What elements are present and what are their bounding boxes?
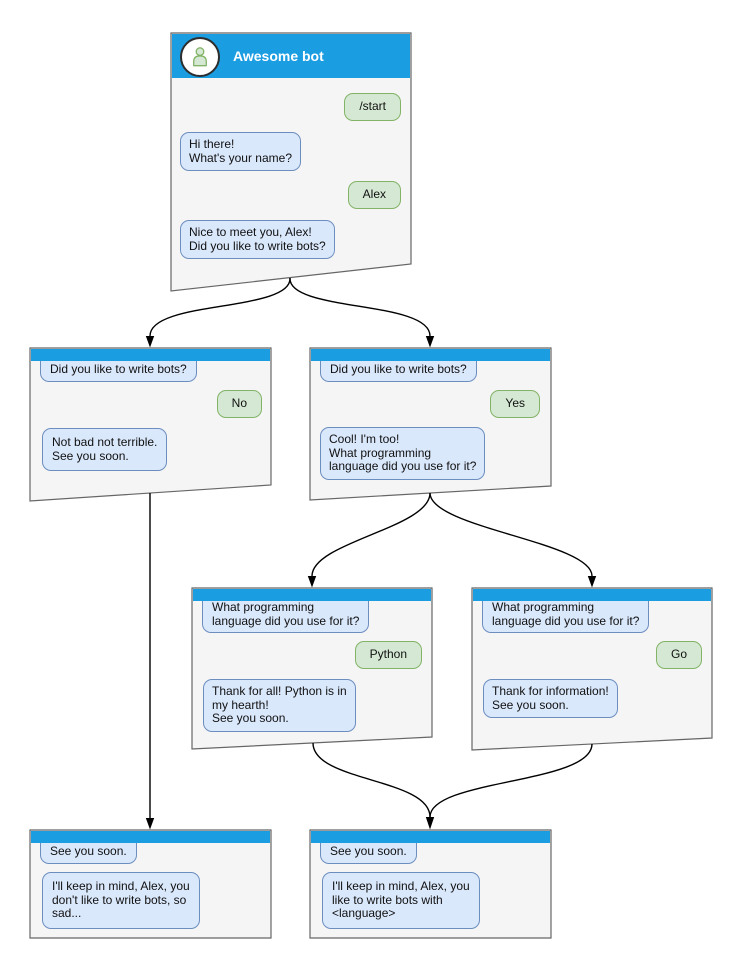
branch-no-titlebar	[31, 349, 270, 361]
end-yes-titlebar	[311, 831, 550, 843]
chat-bubble-user-go: Go	[655, 641, 702, 669]
chat-bubble-bot-keep-in-mind-no: I'll keep in mind, Alex, you don't like …	[42, 872, 200, 929]
end-no-titlebar	[31, 831, 270, 843]
chat-bubble-bot-greeting: Hi there! What's your name?	[180, 132, 302, 171]
chat-bubble-user-python: Python	[354, 641, 422, 669]
chat-bubble-user-yes: Yes	[490, 390, 540, 418]
branch-python-titlebar	[193, 589, 431, 601]
person-icon	[193, 47, 207, 67]
chat-bubble-user-no: No	[216, 390, 262, 418]
chat-bubble-user-name: Alex	[347, 181, 401, 209]
chat-bubble-bot-thanks-python: Thank for all! Python is in my hearth! S…	[203, 679, 356, 732]
chat-bubble-bot-keep-in-mind-yes: I'll keep in mind, Alex, you like to wri…	[322, 872, 480, 929]
root-window-title: Awesome bot	[233, 48, 324, 64]
branch-yes-titlebar	[311, 349, 550, 361]
chat-bubble-bot-cool: Cool! I'm too! What programming language…	[320, 427, 486, 480]
branch-go-titlebar	[473, 589, 711, 601]
chat-bubble-bot-thanks-info: Thank for information! See you soon.	[483, 679, 618, 718]
bot-avatar	[180, 37, 220, 77]
chat-bubble-bot-nice-to-meet: Nice to meet you, Alex! Did you like to …	[180, 220, 335, 259]
chat-bubble-user-start: /start	[344, 93, 401, 121]
chat-bubble-bot-not-bad: Not bad not terrible. See you soon.	[42, 428, 168, 471]
